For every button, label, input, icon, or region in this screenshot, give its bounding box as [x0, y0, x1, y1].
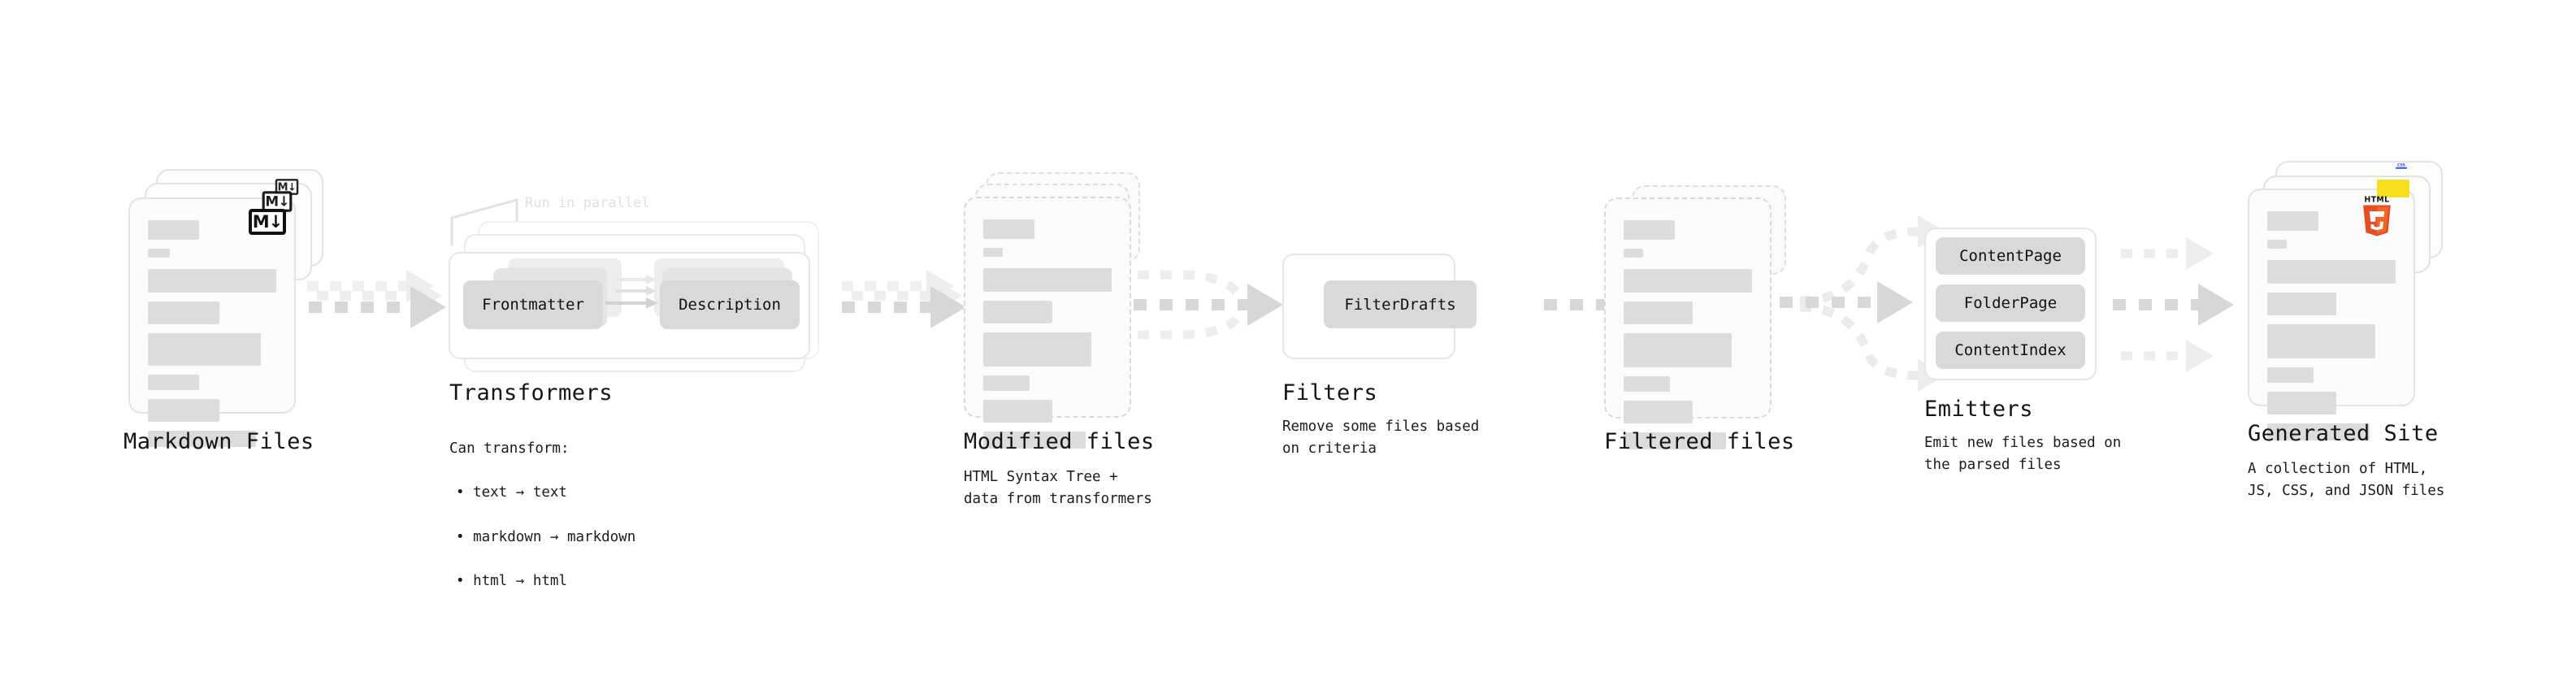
stage-title-emitters: Emitters — [1924, 397, 2034, 422]
stage-title-transformers: Transformers — [449, 380, 614, 406]
emitter-chip-contentindex[interactable]: ContentIndex — [1936, 332, 2085, 369]
svg-text:CSS: CSS — [2397, 163, 2405, 168]
stage-desc-modified-files: HTML Syntax Tree + data from transformer… — [964, 469, 1152, 508]
stage-desc-emitters: Emit new files based on the parsed files — [1924, 435, 2122, 474]
arrow-transformers-to-modified — [842, 270, 966, 328]
stage-title-generated-site: Generated Site — [2248, 421, 2439, 446]
arrow-emitters-to-site — [2113, 237, 2234, 372]
transformers-bullet-1: • markdown → markdown — [456, 528, 636, 545]
emitter-chip-folderpage[interactable]: FolderPage — [1936, 284, 2085, 322]
transformers-bullet-2: • html → html — [456, 572, 567, 589]
css3-badge-icon: CSS — [2389, 163, 2413, 179]
filter-chip-filterdrafts[interactable]: FilterDrafts — [1324, 280, 1477, 328]
stage-title-filtered-files: Filtered files — [1604, 429, 1795, 454]
stage-title-filters: Filters — [1282, 380, 1378, 406]
transformers-desc-intro: Can transform: — [449, 440, 570, 458]
arrow-markdown-to-transformers — [307, 270, 446, 328]
markdown-file-card-front — [128, 197, 296, 447]
arrow-modified-to-filters — [1134, 270, 1283, 340]
generated-file-card-front — [2248, 189, 2415, 440]
stage-desc-transformers: Can transform: • text → text • markdown … — [449, 416, 635, 614]
stage-title-modified-files: Modified files — [964, 429, 1155, 454]
javascript-badge-icon — [2377, 180, 2409, 197]
arrow-filtered-to-emitters — [1780, 215, 1945, 392]
transformer-chip-frontmatter[interactable]: Frontmatter — [463, 280, 603, 329]
html5-badge-icon: HTML — [2359, 194, 2395, 236]
modified-file-card-front — [964, 197, 1131, 449]
filtered-file-card-front — [1604, 197, 1772, 449]
emitter-chip-contentpage[interactable]: ContentPage — [1936, 237, 2085, 275]
svg-text:HTML: HTML — [2365, 195, 2390, 204]
transformers-bullet-0: • text → text — [456, 484, 567, 501]
stage-title-markdown-files: Markdown Files — [124, 429, 314, 454]
stage-desc-filters: Remove some files based on criteria — [1282, 419, 1480, 458]
run-in-parallel-label: Run in parallel — [525, 195, 650, 211]
markdown-badge-icon-back-1: M↓ — [262, 191, 293, 212]
transformer-chip-description[interactable]: Description — [660, 280, 800, 329]
markdown-badge-icon: M↓ — [249, 209, 286, 235]
stage-desc-generated-site: A collection of HTML, JS, CSS, and JSON … — [2248, 461, 2445, 500]
